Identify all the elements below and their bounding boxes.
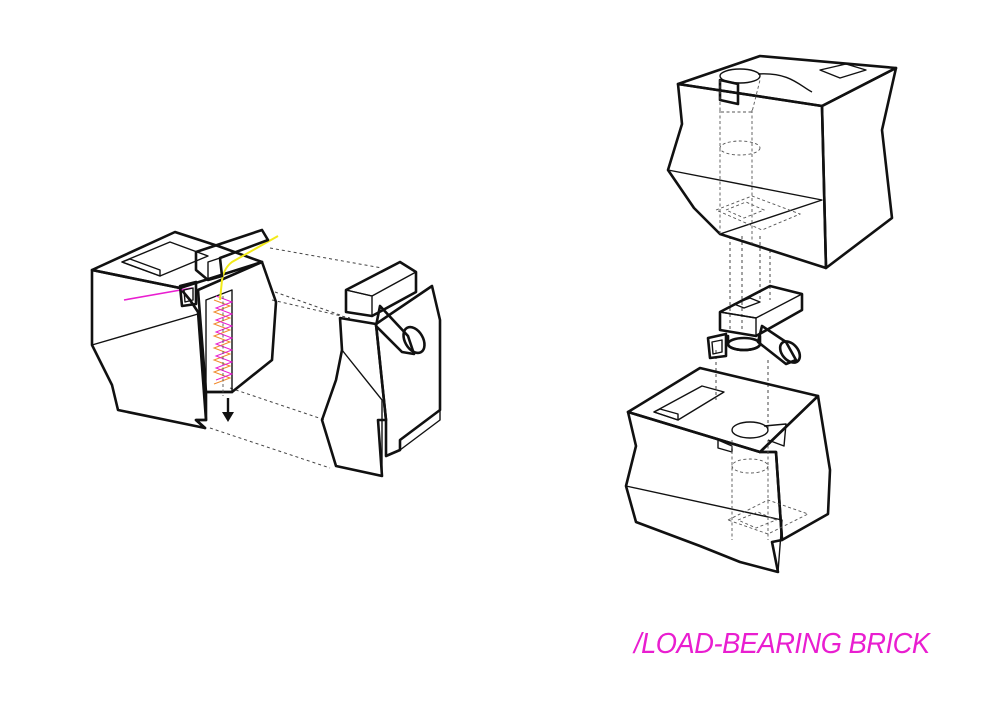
lower-brick-right-face [758, 394, 832, 542]
left-brick-connector-side [178, 280, 198, 308]
middle-brick [320, 260, 442, 478]
upper-brick-square-hole [819, 63, 867, 79]
upper-brick-right-face [820, 66, 898, 270]
yellow-wire [219, 235, 279, 301]
left-brick-wiring [123, 228, 279, 422]
connector-piece [706, 284, 804, 366]
lower-stacked-brick [624, 366, 832, 574]
alignment-lines-left [209, 247, 383, 469]
down-arrow-icon [222, 398, 234, 422]
caption-title: /LOAD-BEARING BRICK [634, 628, 930, 660]
upper-stacked-brick [666, 54, 898, 270]
upper-brick-top [676, 54, 898, 108]
left-brick-side-face [90, 268, 208, 430]
left-brick-shadow-facet [91, 313, 207, 429]
left-brick [90, 230, 278, 430]
zigzag-wire-magenta [214, 295, 234, 381]
zigzag-wire-orange [212, 299, 232, 385]
upper-brick-front-face [666, 82, 828, 270]
left-brick-section-face [196, 260, 278, 394]
